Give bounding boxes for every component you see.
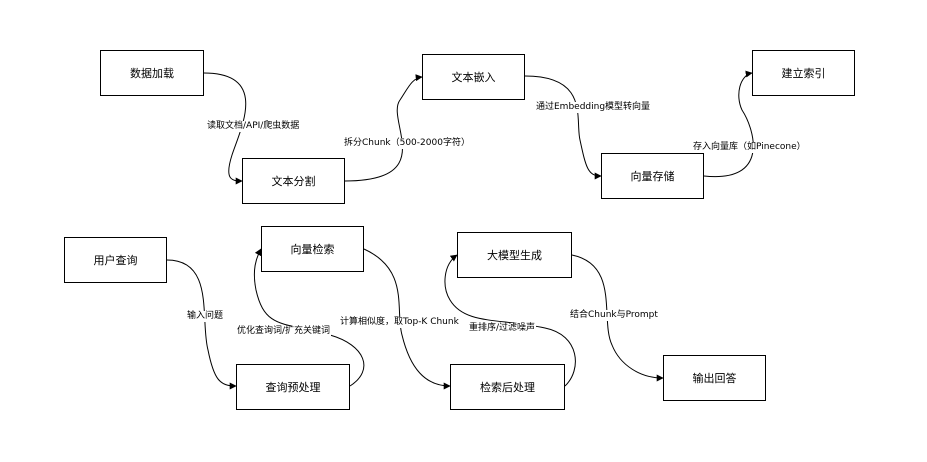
edge-label-embed-to-store: 通过Embedding模型转向量 [535,102,652,113]
edge-label-query-to-preprocess: 输入问题 [186,311,225,322]
node-vector-store[interactable]: 向量存储 [601,153,704,199]
node-build-index[interactable]: 建立索引 [752,50,855,96]
edge-split-to-embed [344,74,423,182]
edge-llm-to-output [571,254,664,382]
node-label: 查询预处理 [265,381,321,394]
node-query-preprocess[interactable]: 查询预处理 [236,364,350,410]
edge-label-post-to-llm: 重排序/过滤噪声 [468,323,537,334]
node-text-split[interactable]: 文本分割 [242,158,345,204]
node-label: 大模型生成 [487,249,542,262]
edge-embed-to-store [524,75,602,180]
node-label: 数据加载 [130,67,174,80]
node-label: 向量检索 [290,243,335,256]
node-label: 向量存储 [630,170,675,183]
node-label: 用户查询 [93,254,138,267]
edge-preprocess-to-search [253,248,365,387]
node-post-retrieval[interactable]: 检索后处理 [450,364,565,410]
node-text-embed[interactable]: 文本嵌入 [422,54,525,100]
edge-search-to-post [363,248,451,390]
node-llm-generate[interactable]: 大模型生成 [457,232,572,278]
node-label: 建立索引 [781,67,826,80]
node-data-load[interactable]: 数据加载 [100,50,204,96]
edge-label-search-to-post: 计算相似度，取Top-K Chunk [339,317,460,328]
edge-post-to-llm [444,254,576,387]
edge-load-to-split [203,72,247,185]
edge-store-to-index [703,70,754,178]
node-label: 输出回答 [692,372,737,385]
edge-label-llm-to-output: 结合Chunk与Prompt [569,310,659,321]
node-label: 检索后处理 [480,381,535,394]
edge-query-to-preprocess [166,259,237,390]
edge-label-split-to-embed: 拆分Chunk（500-2000字符） [343,138,471,149]
edge-label-store-to-index: 存入向量库（如Pinecone） [692,142,807,153]
node-vector-search[interactable]: 向量检索 [261,226,364,272]
node-label: 文本分割 [271,175,316,188]
edge-label-preprocess-to-search: 优化查询词/扩充关键词 [236,326,332,337]
node-output-answer[interactable]: 输出回答 [663,355,766,401]
node-label: 文本嵌入 [451,71,496,84]
node-user-query[interactable]: 用户查询 [64,237,167,283]
edge-label-load-to-split: 读取文档/API/爬虫数据 [206,121,301,132]
